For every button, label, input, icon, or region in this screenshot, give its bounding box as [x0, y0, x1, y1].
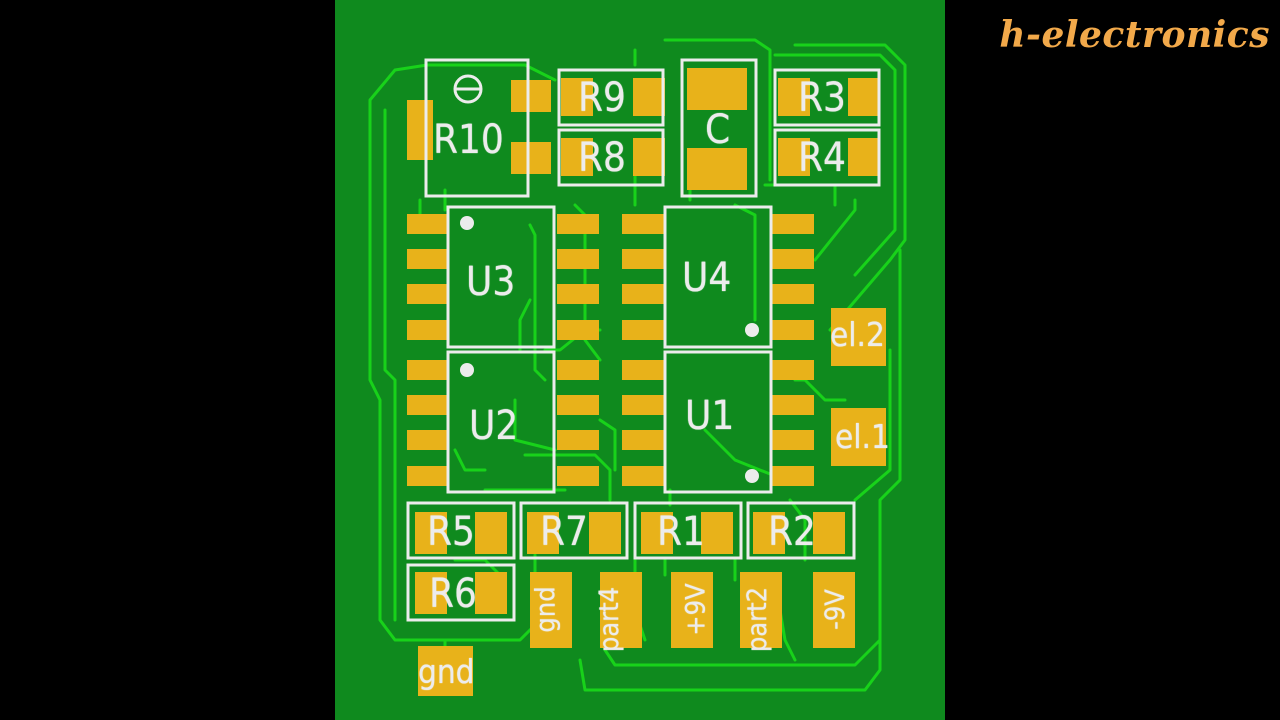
ref-r7: R7	[540, 509, 588, 555]
pcb-artwork	[335, 0, 945, 720]
copper-pads	[407, 68, 886, 696]
ref-r9: R9	[578, 75, 626, 121]
conn-el2: el.2	[830, 315, 885, 354]
ref-r10: R10	[433, 117, 504, 163]
conn-gnd-top: gnd	[530, 586, 562, 633]
ref-r5: R5	[427, 509, 475, 555]
ref-r4: R4	[798, 135, 846, 181]
conn-plus9v: +9V	[680, 583, 712, 636]
conn-gnd-bottom: gnd	[418, 652, 475, 691]
ref-r1: R1	[657, 509, 705, 555]
ref-r3: R3	[798, 75, 846, 121]
channel-logo: h-electronics	[999, 14, 1270, 56]
ref-r2: R2	[768, 509, 816, 555]
ref-c: C	[705, 107, 731, 153]
ref-u2: U2	[469, 403, 519, 449]
conn-part4: part4	[594, 586, 626, 653]
conn-part2: part2	[742, 586, 774, 653]
silkscreen-outlines	[406, 58, 881, 622]
pin1-markers	[460, 216, 759, 483]
conn-el1: el.1	[835, 417, 890, 456]
conn-minus9v: -9V	[819, 589, 851, 630]
ref-r8: R8	[578, 135, 626, 181]
ref-u3: U3	[466, 259, 516, 305]
ref-u4: U4	[682, 255, 732, 301]
ref-u1: U1	[685, 393, 735, 439]
pcb-board: R10 R9 R8 C R3 R4 U3 U4 U2 U1 R5 R7 R1 R…	[335, 0, 945, 720]
ref-r6: R6	[429, 571, 477, 617]
